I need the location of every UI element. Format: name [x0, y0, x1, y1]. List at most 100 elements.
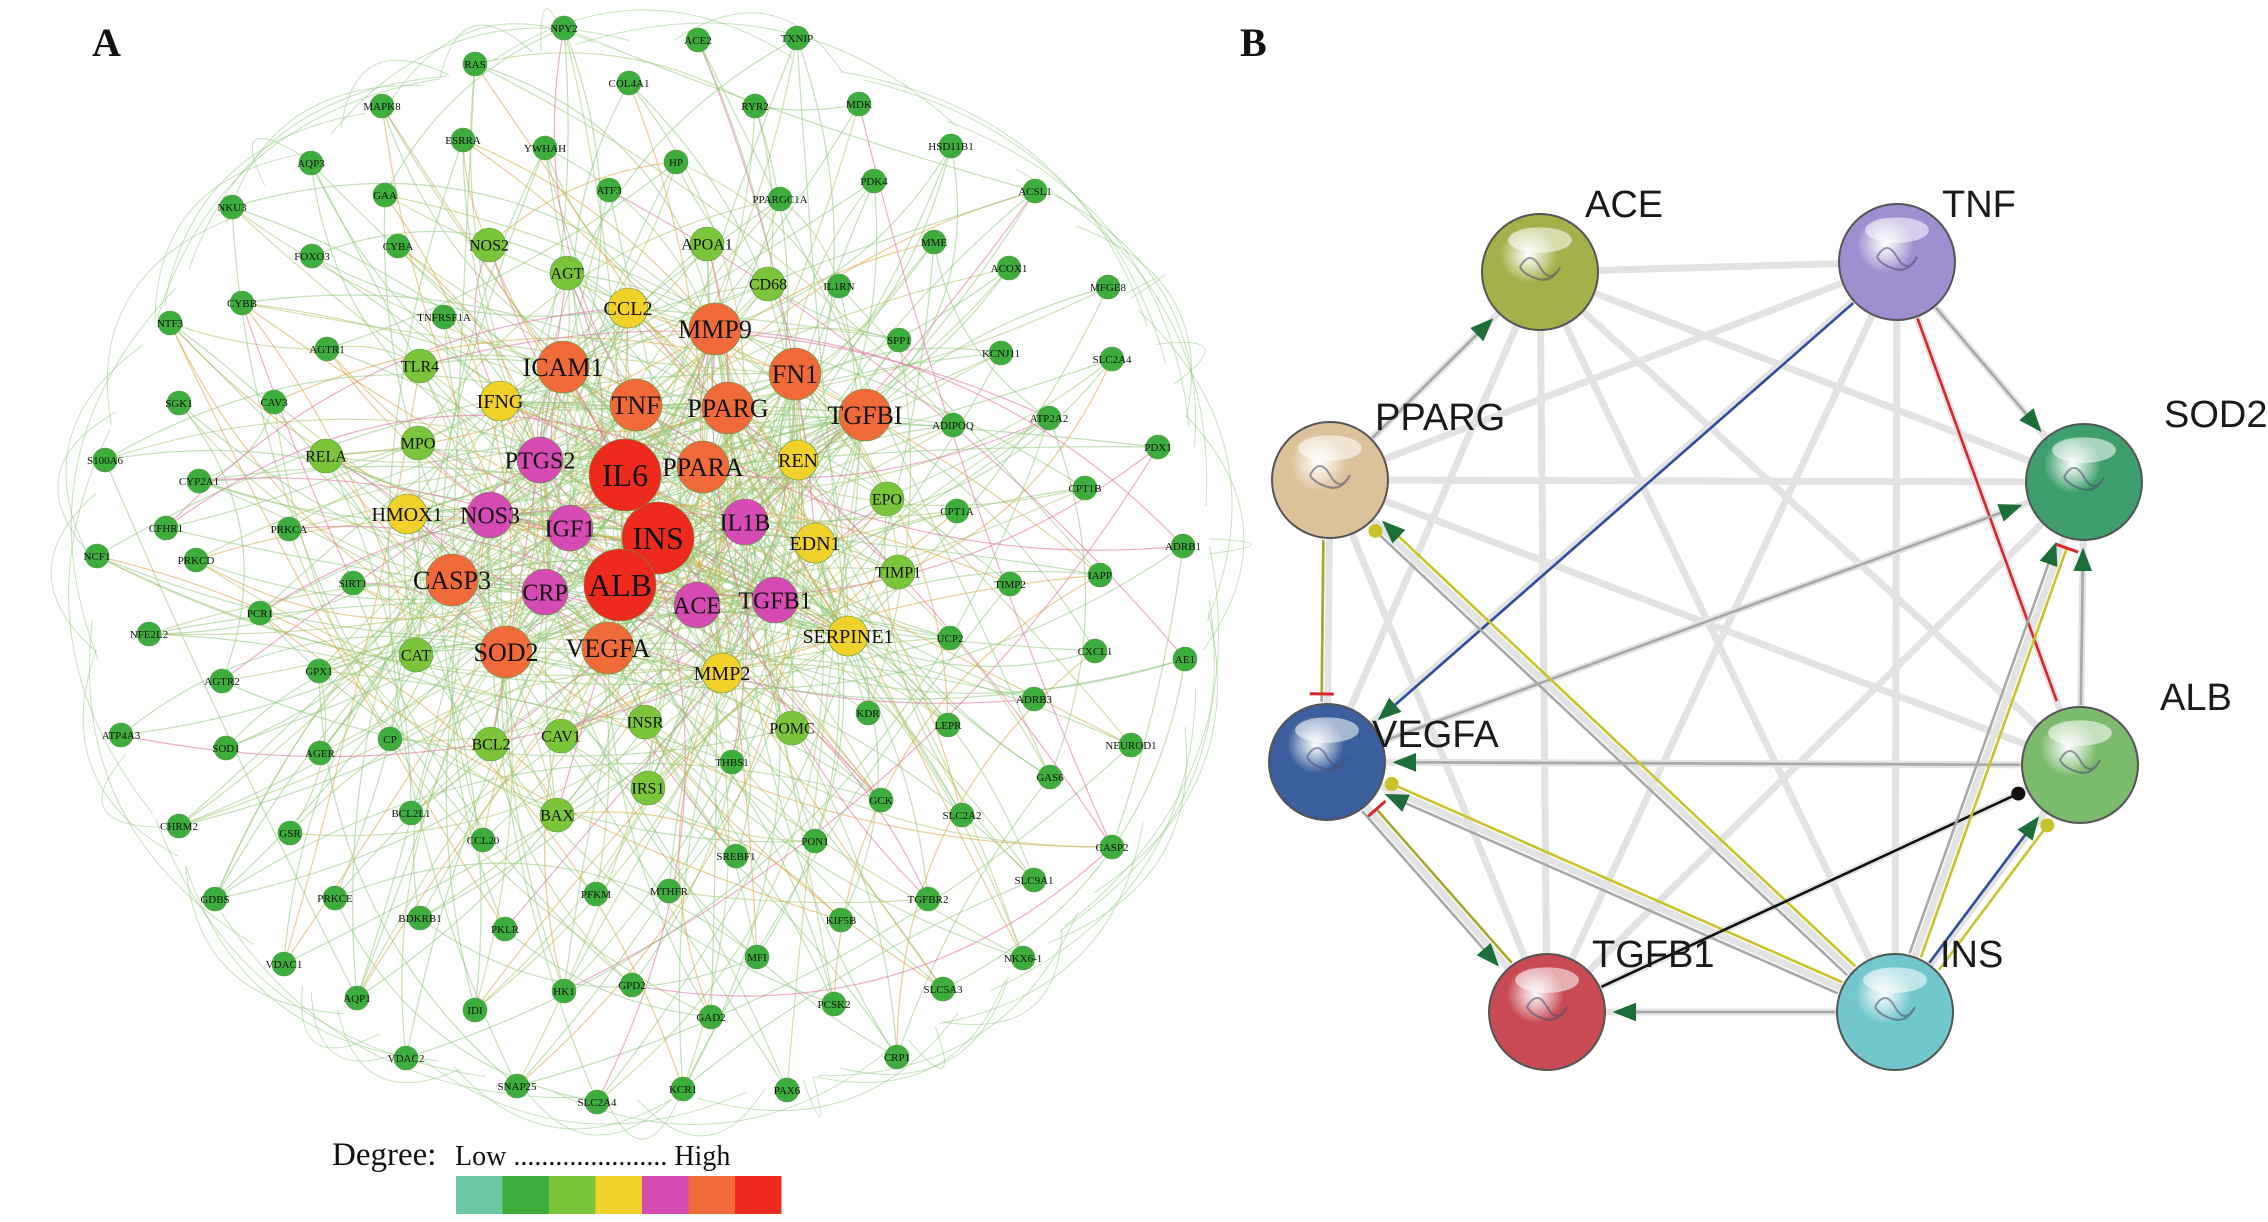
node-label: CCL20 — [467, 835, 500, 847]
network-edge — [505, 651, 788, 1091]
node-circle — [153, 515, 179, 541]
network-node-il1rn: IL1RN — [823, 273, 855, 299]
node-circle — [688, 302, 742, 356]
legend-color-bar — [456, 1176, 782, 1214]
network-edge — [165, 307, 629, 529]
network-edge — [702, 466, 1051, 778]
node-circle — [1099, 834, 1125, 860]
node-label: APOA1 — [681, 237, 733, 254]
network-node-ptgs2: PTGS2 — [505, 436, 575, 484]
network-edge — [942, 929, 1063, 1026]
network-node-ras: RAS — [462, 51, 488, 77]
network-node-cpt1a: CPT1A — [940, 498, 974, 524]
network-node-hsd11b1: HSD11B1 — [928, 133, 974, 159]
network-edge — [82, 649, 180, 857]
node-circle — [1036, 405, 1062, 431]
association-edge — [1325, 758, 1897, 1016]
node-circle — [407, 905, 433, 931]
network-node-aqp3: AQP3 — [297, 150, 325, 176]
node-circle — [663, 149, 689, 175]
network-node-kdr: KDR — [855, 700, 881, 726]
network-edge — [1209, 538, 1252, 555]
network-node-atp2a2: ATP2A2 — [1030, 405, 1068, 431]
string-node-alb: ALB — [2021, 677, 2232, 824]
network-edge — [505, 651, 565, 992]
network-node-ager: AGER — [305, 740, 336, 766]
node-circle — [298, 150, 324, 176]
network-edge — [714, 145, 952, 330]
network-node-foxo3: FOXO3 — [294, 243, 330, 269]
network-edge — [57, 412, 116, 556]
node-circle — [247, 600, 273, 626]
node-circle — [777, 439, 819, 481]
network-edge — [490, 743, 633, 986]
network-edge — [864, 145, 959, 416]
network-node-gpd2: GPD2 — [618, 972, 646, 998]
node-label: CD68 — [749, 277, 787, 294]
node-label: SERPINE1 — [802, 626, 893, 648]
network-node-tnfrsf1a: TNFRSF1A — [417, 304, 471, 330]
network-node-insr: INSR — [627, 704, 664, 740]
network-edge — [1035, 185, 1196, 447]
network-node-pomc: POMC — [769, 710, 815, 746]
network-edge — [406, 1047, 747, 1125]
network-edge — [412, 651, 507, 919]
network-node-cpt1b: CPT1B — [1068, 475, 1102, 501]
network-node-alb: ALB — [583, 548, 657, 622]
network-node-spp1: SPP1 — [886, 327, 912, 353]
network-node-il1b: IL1B — [720, 498, 770, 546]
legend-swatch — [502, 1176, 549, 1214]
action-edge-ins-vegfa — [1391, 782, 1844, 984]
network-node-vdac1: VDAC1 — [266, 951, 302, 977]
node-label: SLC2A4 — [1092, 354, 1132, 366]
string-node-ace: ACE — [1481, 184, 1663, 331]
network-edge — [451, 579, 835, 1005]
node-circle — [607, 287, 649, 329]
network-edge — [840, 635, 879, 921]
node-circle — [915, 886, 941, 912]
node-label: IL6 — [602, 457, 648, 493]
node-circle — [398, 800, 424, 826]
network-edge — [631, 846, 1113, 997]
network-edge — [89, 619, 254, 945]
network-edge — [221, 459, 541, 682]
network-node-slc2a4: SLC2A4 — [1092, 346, 1132, 372]
network-edge — [696, 604, 1096, 652]
sphere-highlight — [1515, 967, 1579, 993]
node-circle — [398, 637, 434, 673]
association-edge — [1329, 476, 2085, 486]
node-circle — [479, 380, 521, 422]
network-edge — [273, 401, 712, 1018]
sphere-highlight — [1865, 217, 1929, 243]
node-label: SLC2A4 — [577, 1097, 617, 1109]
network-edge — [474, 510, 958, 1011]
node-label: PKLR — [491, 924, 520, 936]
network-edge — [947, 120, 1190, 427]
network-node-fn1: FN1 — [768, 347, 822, 401]
network-edge — [744, 358, 1113, 525]
network-edge — [381, 105, 729, 409]
network-node-mmp9: MMP9 — [678, 302, 752, 356]
node-label: MTHFR — [650, 886, 689, 898]
network-node-atp4a3: ATP4A3 — [102, 722, 141, 748]
action-edge-ins-pparg — [1374, 530, 1849, 977]
network-edge — [178, 402, 546, 593]
legend-swatch — [456, 1176, 503, 1214]
network-node-ucp2: UCP2 — [937, 625, 963, 651]
network-node-lepr: LEPR — [935, 712, 962, 738]
node-circle — [166, 813, 192, 839]
node-circle — [940, 412, 966, 438]
node-circle — [306, 658, 332, 684]
network-edge — [259, 612, 842, 921]
network-node-idi: IDI — [462, 997, 488, 1023]
network-edge — [802, 1076, 821, 1117]
node-label: NOS2 — [469, 238, 509, 255]
node-circle — [1095, 274, 1121, 300]
association-edge — [1891, 480, 2088, 1014]
node-circle — [516, 436, 564, 484]
legend-swatch — [642, 1176, 689, 1214]
node-label: TIMP2 — [994, 579, 1026, 591]
network-node-mpo: MPO — [401, 425, 435, 461]
network-node-tgfbi: TGFBI — [827, 388, 903, 442]
